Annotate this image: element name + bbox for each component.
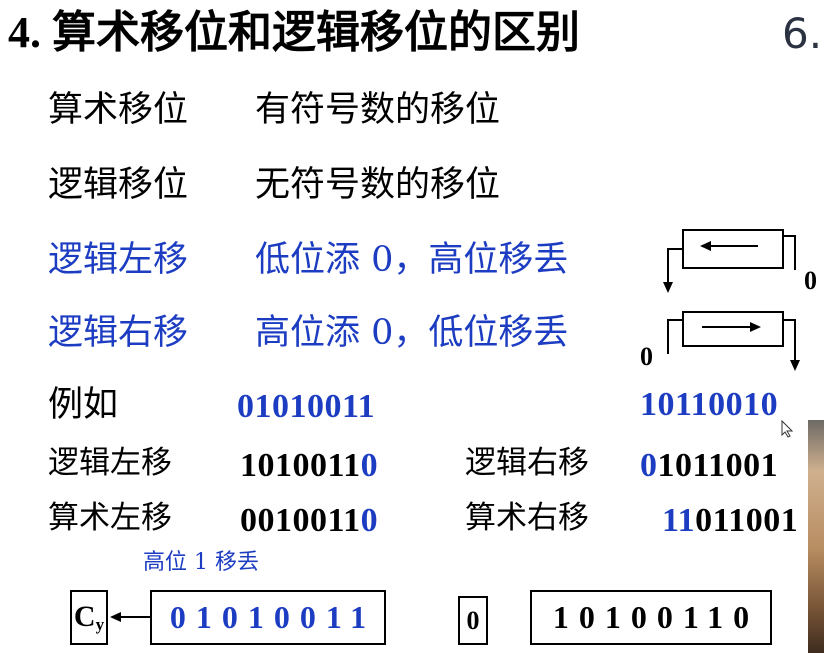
register-b-value: 10100110 bbox=[552, 599, 760, 635]
left-shift-out-line bbox=[667, 248, 683, 284]
carry-flag-label: Cy bbox=[74, 600, 104, 635]
right-arrow-head bbox=[750, 322, 761, 332]
carry-out-arrow bbox=[110, 612, 150, 622]
left-arrow-icon bbox=[110, 612, 121, 622]
register-a-box: 01010011 bbox=[150, 590, 386, 645]
right-shift-in-line bbox=[667, 319, 683, 354]
result-highlight-digit: 11 bbox=[662, 502, 696, 539]
register-b-box: 10100110 bbox=[530, 590, 772, 645]
example-label: 例如 bbox=[48, 385, 119, 425]
definition-term-logical-shift: 逻辑移位 bbox=[48, 165, 189, 205]
carry-flag-subscript: y bbox=[95, 615, 105, 634]
left-shift-register-box bbox=[682, 229, 784, 269]
result-value-arithmetic-right: 11011001 bbox=[662, 501, 798, 541]
definition-desc-arithmetic-shift: 有符号数的移位 bbox=[255, 90, 501, 130]
result-digits: 0010011 bbox=[240, 502, 361, 539]
fill-bit-value: 0 bbox=[466, 605, 480, 635]
result-label-arithmetic-right: 算术右移 bbox=[465, 500, 589, 536]
right-shift-register-box bbox=[682, 311, 784, 347]
presenter-video-strip bbox=[808, 420, 824, 653]
fill-bit-box: 0 bbox=[458, 596, 488, 645]
result-highlight-digit: 0 bbox=[640, 447, 658, 484]
result-digits: 1011001 bbox=[657, 447, 779, 484]
result-value-logical-left: 10100110 bbox=[240, 446, 378, 486]
left-arrow-head bbox=[700, 241, 711, 251]
next-slide-number: 6. bbox=[782, 9, 823, 58]
shift-diagrams bbox=[663, 229, 800, 371]
mouse-pointer-icon bbox=[781, 420, 793, 438]
definition-term-logical-left: 逻辑左移 bbox=[48, 240, 189, 280]
carry-flag-box: Cy bbox=[70, 590, 108, 645]
definition-desc-logical-shift: 无符号数的移位 bbox=[255, 165, 501, 205]
result-value-arithmetic-left: 00100110 bbox=[240, 501, 378, 541]
down-arrow-icon bbox=[663, 282, 673, 293]
result-label-logical-right: 逻辑右移 bbox=[465, 445, 589, 481]
down-arrow-icon bbox=[790, 360, 800, 371]
left-shift-fill-bit: 0 bbox=[804, 266, 817, 295]
definition-term-arithmetic-shift: 算术移位 bbox=[48, 90, 189, 130]
register-a-value: 01010011 bbox=[169, 599, 377, 635]
result-highlight-digit: 0 bbox=[360, 502, 379, 539]
definition-term-logical-right: 逻辑右移 bbox=[48, 313, 189, 353]
result-value-logical-right: 01011001 bbox=[640, 446, 778, 486]
right-shift-out-line bbox=[783, 319, 796, 361]
result-digits: 011001 bbox=[695, 502, 799, 539]
carry-note: 高位 1 移丢 bbox=[143, 550, 259, 575]
slide-title: 4. 算术移位和逻辑移位的区别 bbox=[8, 8, 580, 57]
right-shift-fill-bit: 0 bbox=[640, 342, 653, 371]
result-label-arithmetic-left: 算术左移 bbox=[48, 500, 172, 536]
example-operand-a: 01010011 bbox=[237, 388, 376, 425]
left-shift-in-line bbox=[783, 235, 796, 270]
example-operand-b: 10110010 bbox=[640, 386, 779, 423]
carry-flag-letter: C bbox=[73, 600, 96, 633]
definition-desc-logical-left: 低位添 0，高位移丢 bbox=[255, 240, 569, 280]
result-label-logical-left: 逻辑左移 bbox=[48, 445, 172, 481]
definition-desc-logical-right: 高位添 0，低位移丢 bbox=[255, 313, 569, 353]
result-digits: 1010011 bbox=[240, 447, 361, 484]
result-highlight-digit: 0 bbox=[360, 447, 379, 484]
